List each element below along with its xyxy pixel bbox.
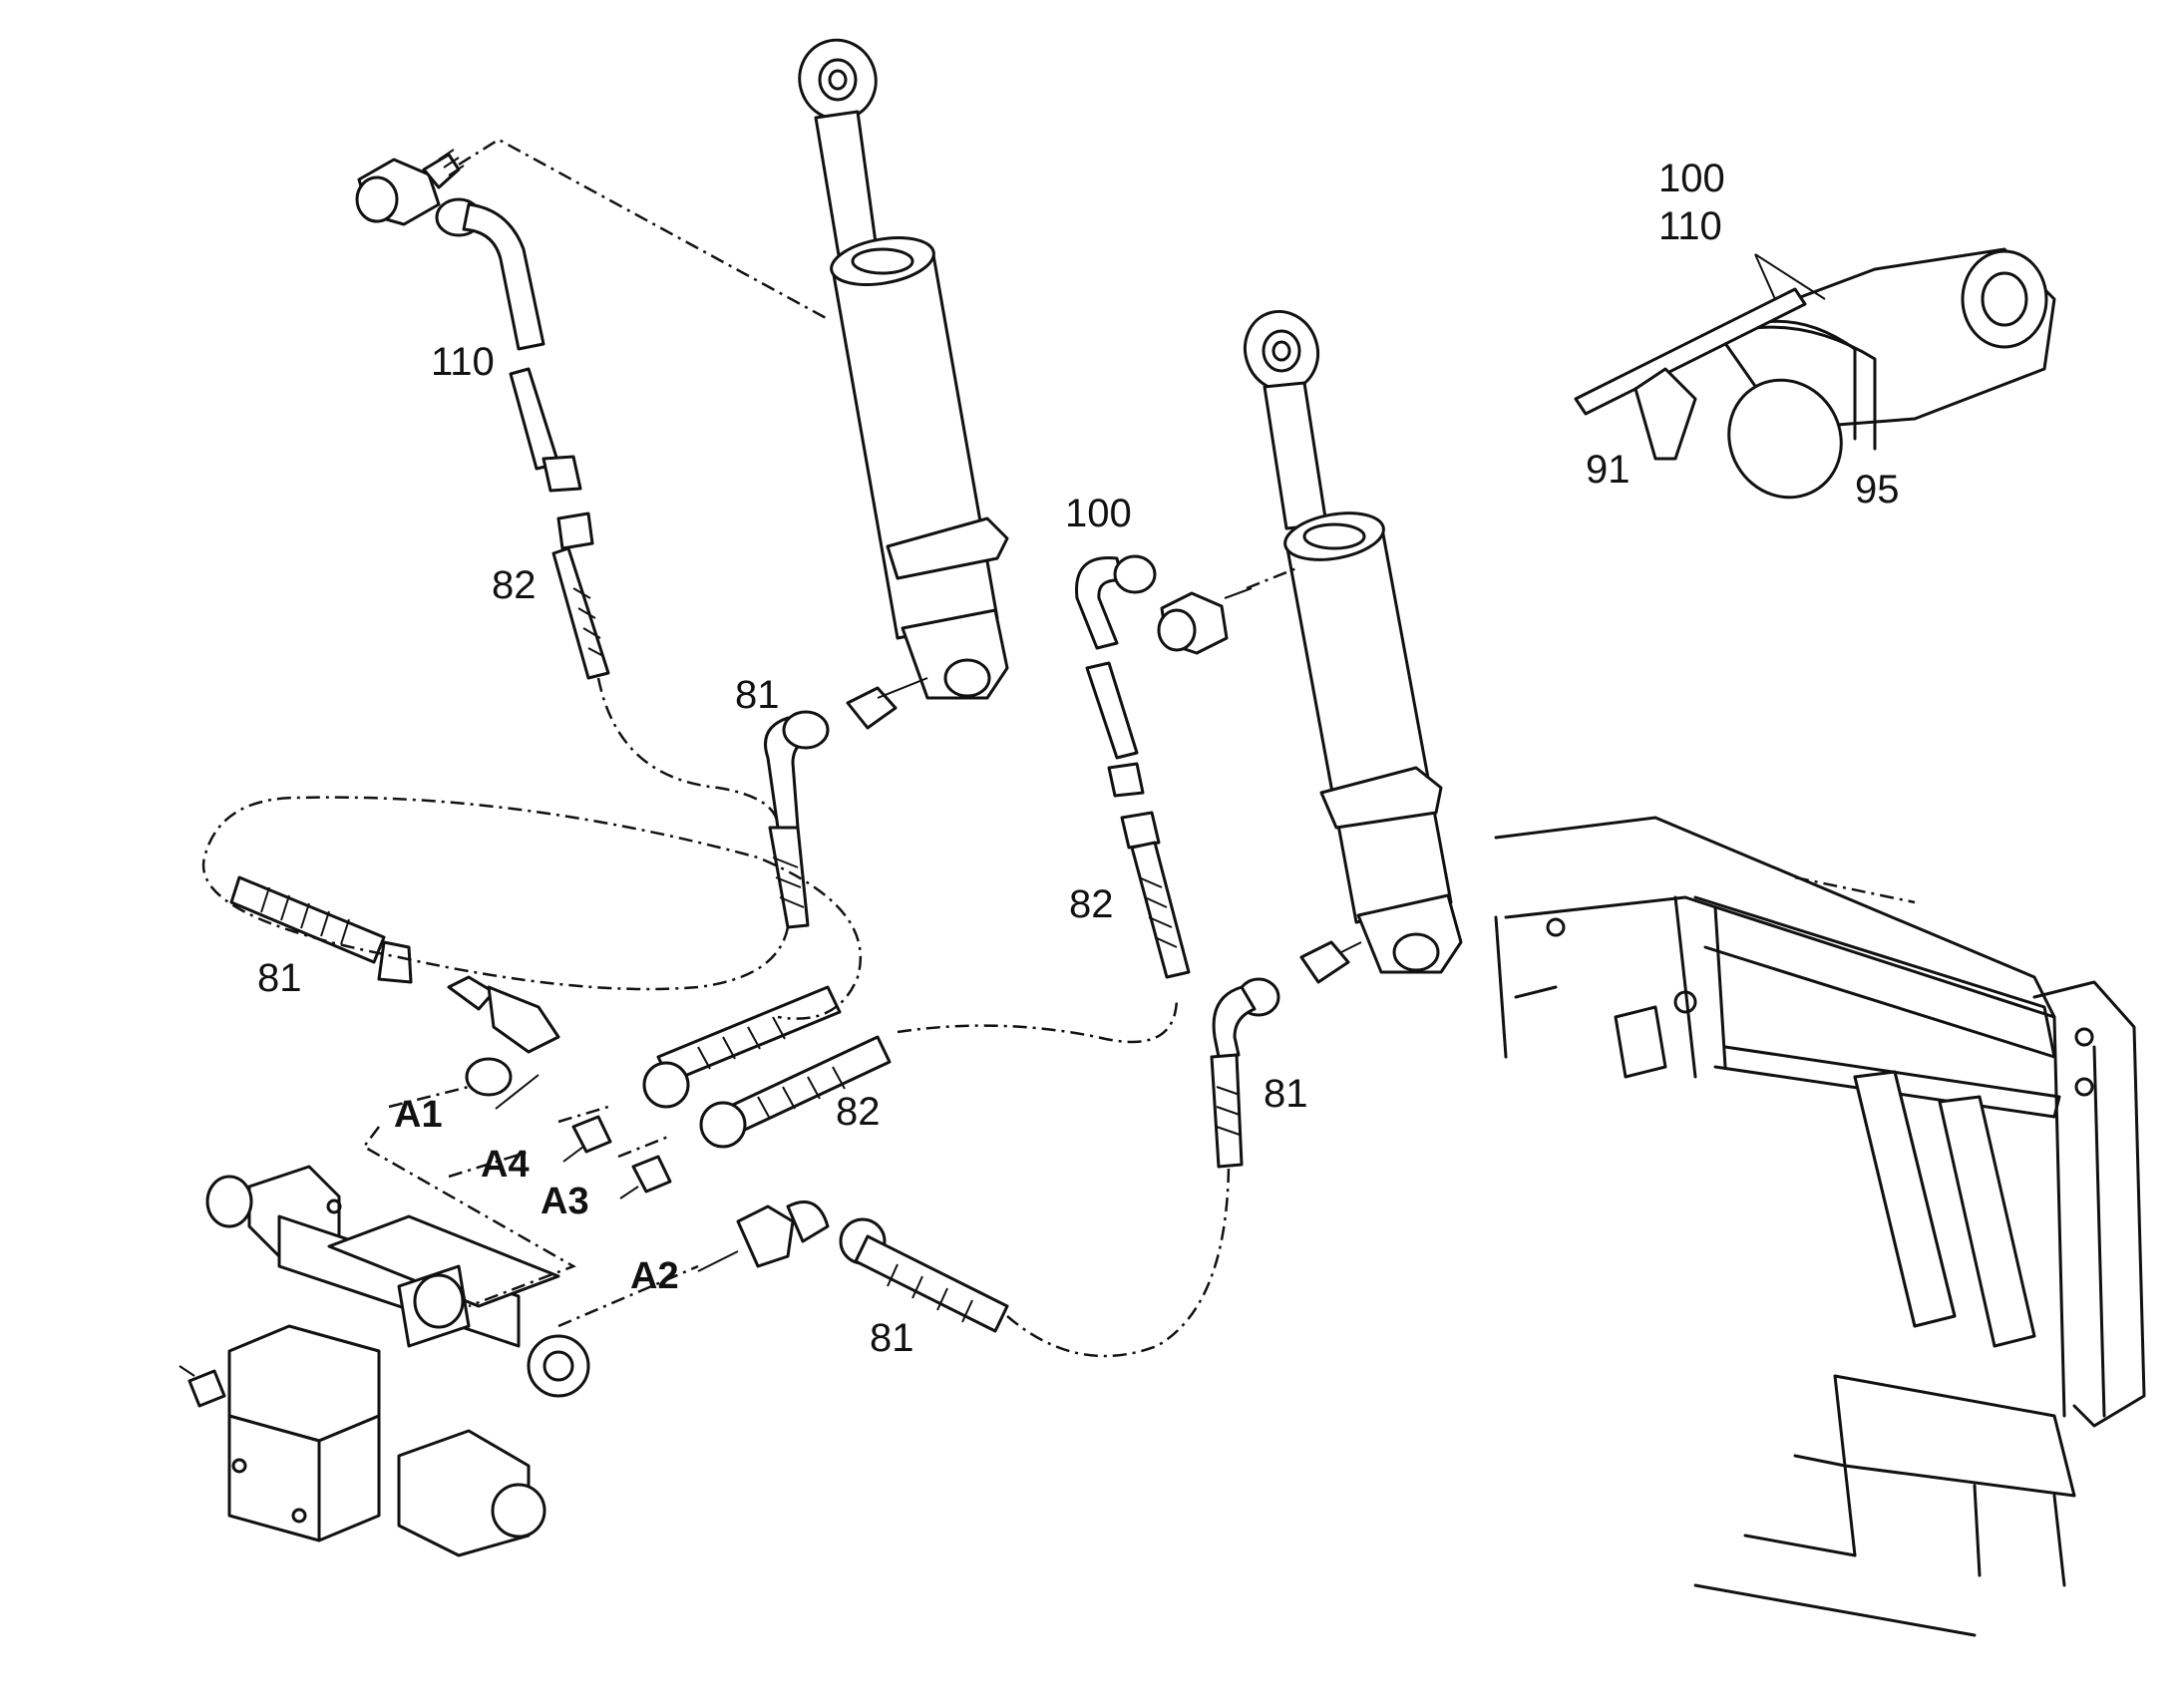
boom-frame-structure: [1494, 816, 2146, 1637]
pipe-100-middle: [1075, 554, 1157, 798]
elbow-fitting-81-mid: [764, 677, 928, 929]
connection-lines: [201, 138, 1297, 1358]
label-91: 91: [1586, 448, 1631, 492]
hose-82-lower: [571, 1035, 892, 1194]
hose-82-middle: [1120, 811, 1191, 979]
right-hydraulic-cylinder: [1244, 309, 1463, 974]
part-labels: 100 110 110 82 81 100 82 91 95 81 82 81 …: [257, 157, 1900, 1360]
label-81-right: 81: [1264, 1072, 1308, 1116]
label-100-mid: 100: [1065, 492, 1132, 535]
label-81-bottom: 81: [870, 1316, 914, 1360]
hose-81-bottom: [736, 1200, 1009, 1333]
detail-inset-cylinder: [1574, 247, 2056, 500]
pipe-110-upper: [435, 197, 582, 493]
tee-fitting-mid: [1157, 587, 1253, 655]
label-81-left: 81: [257, 956, 302, 1000]
label-port-a4: A4: [481, 1144, 530, 1186]
elbow-fitting-81-right: [1210, 940, 1362, 1169]
label-110-inset: 110: [1658, 204, 1722, 248]
control-valve-block: [179, 1165, 590, 1557]
left-hydraulic-cylinder: [798, 38, 1009, 700]
label-100-inset: 100: [1658, 157, 1725, 200]
hose-81-left: [229, 875, 560, 1097]
hose-82-upper: [551, 512, 610, 680]
label-81-mid: 81: [735, 673, 780, 717]
label-110-top: 110: [431, 340, 495, 384]
label-82-mid: 82: [1069, 882, 1114, 926]
label-95: 95: [1855, 468, 1900, 512]
top-left-tee-fitting: [355, 149, 465, 226]
label-82-lower: 82: [836, 1090, 881, 1134]
label-port-a1: A1: [394, 1094, 443, 1136]
leader-lines: [495, 253, 1776, 1272]
label-port-a3: A3: [541, 1181, 589, 1222]
label-port-a2: A2: [630, 1255, 679, 1297]
label-82-top: 82: [492, 563, 537, 607]
hose-82-lower-upper: [642, 985, 842, 1109]
